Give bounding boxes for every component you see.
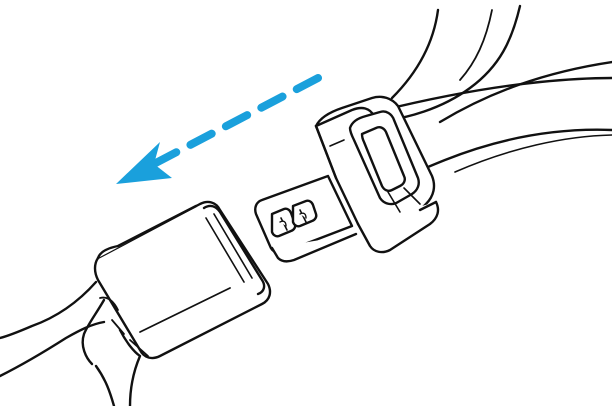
dashed-arrow-left-icon <box>116 78 318 184</box>
